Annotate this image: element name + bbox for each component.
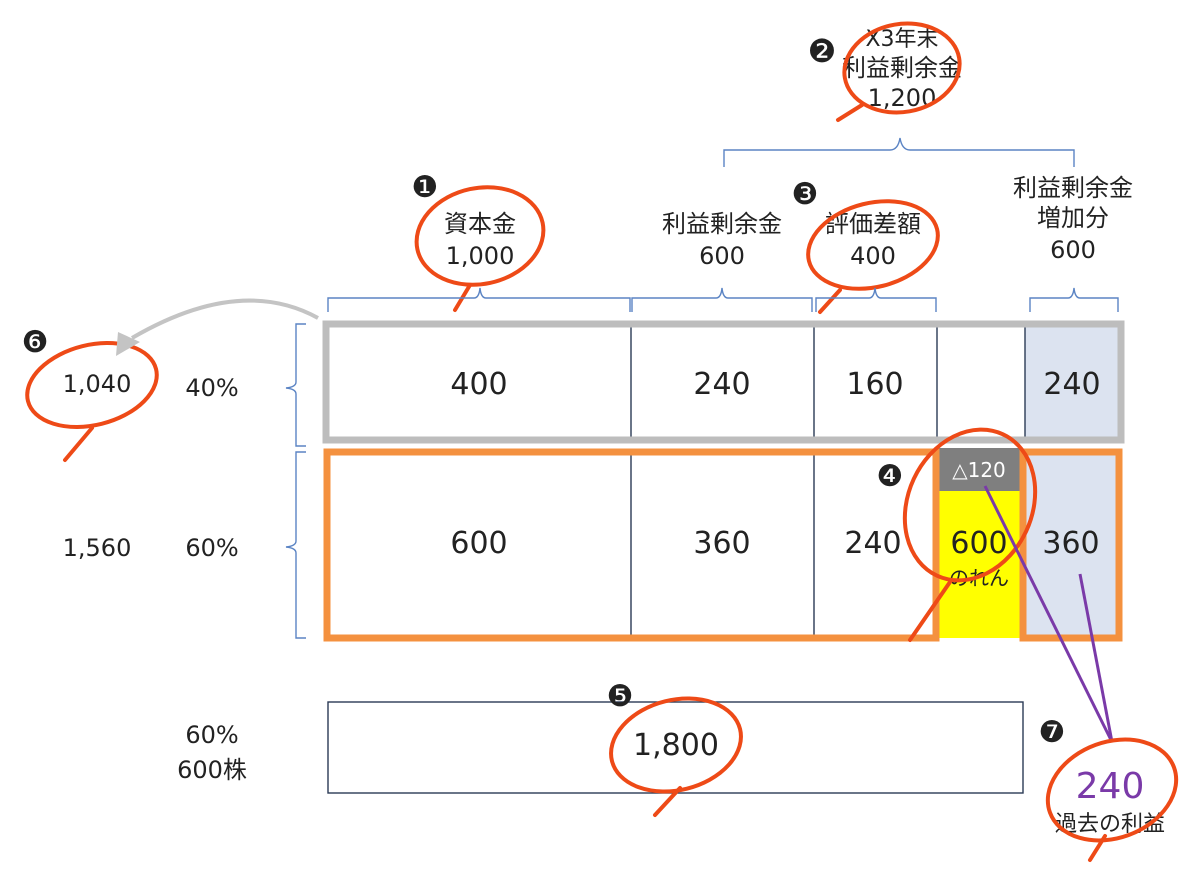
parent-row-border bbox=[323, 448, 940, 642]
nci-row-bracket bbox=[285, 323, 306, 447]
highlight-tail-6 bbox=[63, 426, 94, 462]
investment-value: 1,800 bbox=[633, 728, 719, 763]
retained-brace bbox=[631, 287, 813, 312]
negative-goodwill-value: △120 bbox=[952, 458, 1006, 482]
highlight-tail-7 bbox=[1088, 834, 1107, 862]
negative-goodwill-box bbox=[937, 448, 1021, 491]
past-profit-value: 240 bbox=[1076, 766, 1145, 807]
parent-increase-cell: 360 bbox=[1042, 526, 1099, 561]
highlight-circle-2 bbox=[842, 21, 962, 115]
highlight-tail-3 bbox=[818, 288, 842, 314]
nci-increase-cell: 240 bbox=[1043, 367, 1100, 402]
parent-retained-cell: 360 bbox=[693, 526, 750, 561]
marker-1: ❶ bbox=[412, 170, 439, 205]
column-braces bbox=[327, 287, 1119, 312]
goodwill-box bbox=[937, 491, 1021, 638]
header-brace bbox=[723, 137, 1075, 167]
parent-increase-border bbox=[1019, 448, 1123, 642]
capital-header-label: 資本金 bbox=[444, 210, 516, 238]
investment-pct: 60% bbox=[185, 721, 238, 749]
column-headers: ❶ 資本金 1,000 利益剰余金 600 ❸ 評価差額 400 利益剰余金 増… bbox=[412, 170, 1133, 314]
highlight-circle-5 bbox=[609, 696, 743, 794]
marker-2: ❷ bbox=[808, 32, 837, 70]
marker-6: ❻ bbox=[22, 325, 49, 360]
parent-increase-bg bbox=[1025, 452, 1119, 638]
highlight-tail-5 bbox=[653, 786, 682, 817]
highlight-circle-1 bbox=[414, 185, 546, 287]
valuation-header-value: 400 bbox=[850, 242, 896, 270]
top-header-line2: 利益剰余金 bbox=[842, 54, 962, 82]
increase-header-line2: 増加分 bbox=[1037, 204, 1109, 232]
nci-valuation-cell: 160 bbox=[846, 367, 903, 402]
parent-capital-cell: 600 bbox=[450, 526, 507, 561]
retained-header-label: 利益剰余金 bbox=[662, 210, 782, 238]
nci-capital-cell: 400 bbox=[450, 367, 507, 402]
parent-row-bracket bbox=[285, 451, 306, 639]
marker-7: ❼ bbox=[1039, 715, 1066, 750]
transfer-arrow bbox=[130, 298, 319, 340]
parent-valuation-cell: 240 bbox=[844, 526, 901, 561]
goodwill-value: 600 bbox=[950, 526, 1007, 561]
highlight-circle-7 bbox=[1045, 737, 1179, 843]
increase-header-value: 600 bbox=[1050, 236, 1096, 264]
valuation-header-label: 評価差額 bbox=[825, 210, 921, 238]
nci-retained-cell: 240 bbox=[693, 367, 750, 402]
parent-pct: 60% bbox=[185, 534, 238, 562]
nci-row: 400 240 160 240 bbox=[322, 320, 1125, 444]
valuation-brace bbox=[815, 287, 937, 312]
highlight-tail-2 bbox=[836, 103, 864, 122]
transfer-arrowhead bbox=[116, 332, 140, 356]
nci-pct: 40% bbox=[185, 374, 238, 402]
investment-shares: 600株 bbox=[177, 756, 247, 784]
highlight-circle-3 bbox=[806, 199, 940, 291]
retained-header-value: 600 bbox=[699, 242, 745, 270]
purple-line-1 bbox=[983, 485, 1114, 743]
highlight-tail-4 bbox=[908, 580, 952, 642]
marker-3: ❸ bbox=[792, 177, 819, 212]
nci-total: 1,040 bbox=[63, 370, 132, 398]
capital-header-value: 1,000 bbox=[446, 242, 515, 270]
marker-5: ❺ bbox=[607, 679, 634, 714]
increase-header-line1: 利益剰余金 bbox=[1013, 174, 1133, 202]
nci-increase-bg bbox=[1025, 326, 1119, 440]
investment-box: ❺ 1,800 bbox=[327, 679, 1024, 817]
highlight-circle-6 bbox=[25, 341, 159, 429]
capital-brace bbox=[327, 287, 631, 312]
nci-row-border bbox=[322, 320, 1125, 444]
parent-row: 600 360 240 360 △120 600 のれん bbox=[323, 448, 1123, 642]
increase-brace bbox=[1029, 287, 1119, 312]
parent-total: 1,560 bbox=[63, 534, 132, 562]
highlight-circle-4 bbox=[902, 427, 1038, 583]
marker-4: ❹ bbox=[877, 459, 904, 494]
top-header: ❷ X3年末 利益剰余金 1,200 bbox=[808, 21, 962, 122]
purple-line-2 bbox=[1078, 573, 1114, 743]
